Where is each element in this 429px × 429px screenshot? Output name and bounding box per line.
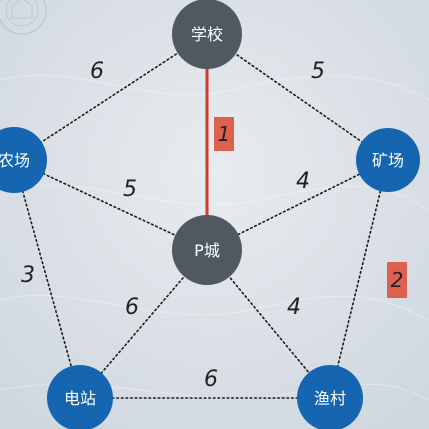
node-pcity: P城	[172, 215, 242, 285]
node-circle-fishing	[297, 365, 363, 429]
edge-school-mine	[206, 33, 389, 161]
node-label-power: 电站	[64, 389, 96, 408]
weight-label-school-pcity: 1	[218, 122, 231, 146]
weight-label-pcity-power: 6	[125, 295, 139, 320]
weight-badge-school-pcity	[214, 117, 234, 151]
weights-layer: 6 5 1 5 4 3 2 6 4 6	[21, 59, 407, 392]
edge-farm-power	[13, 159, 81, 399]
weight-label-farm-power: 3	[21, 263, 35, 288]
edge-mine-pcity	[206, 159, 389, 251]
node-circle-power	[47, 365, 113, 429]
node-mine: 矿场	[356, 128, 420, 192]
corner-stamp-icon	[0, 0, 47, 35]
edge-mine-fishing	[329, 159, 389, 399]
weight-label-power-fishing: 6	[204, 367, 218, 392]
node-school: 学校	[172, 0, 242, 69]
weight-label-mine-fishing: 2	[391, 268, 404, 292]
node-label-farm: 农场	[0, 151, 30, 170]
edges-layer	[13, 33, 389, 399]
weight-label-school-farm: 6	[90, 59, 104, 84]
node-circle-farm	[0, 127, 47, 193]
weight-label-farm-pcity: 5	[123, 177, 137, 202]
node-label-pcity: P城	[194, 241, 220, 260]
weight-label-school-mine: 5	[311, 59, 325, 84]
edge-school-farm	[13, 33, 208, 161]
weight-label-mine-pcity: 4	[296, 169, 310, 194]
node-circle-mine	[356, 128, 420, 192]
node-label-fishing: 渔村	[314, 389, 346, 408]
weight-badge-mine-fishing	[387, 262, 407, 298]
node-label-mine: 矿场	[372, 151, 404, 170]
edge-farm-pcity	[13, 159, 208, 251]
node-power: 电站	[47, 365, 113, 429]
node-circle-school	[172, 0, 242, 69]
node-circle-pcity	[172, 215, 242, 285]
node-fishing: 渔村	[297, 365, 363, 429]
node-label-school: 学校	[191, 25, 223, 44]
weight-label-pcity-fishing: 4	[287, 295, 301, 320]
node-farm: 农场	[0, 127, 47, 193]
